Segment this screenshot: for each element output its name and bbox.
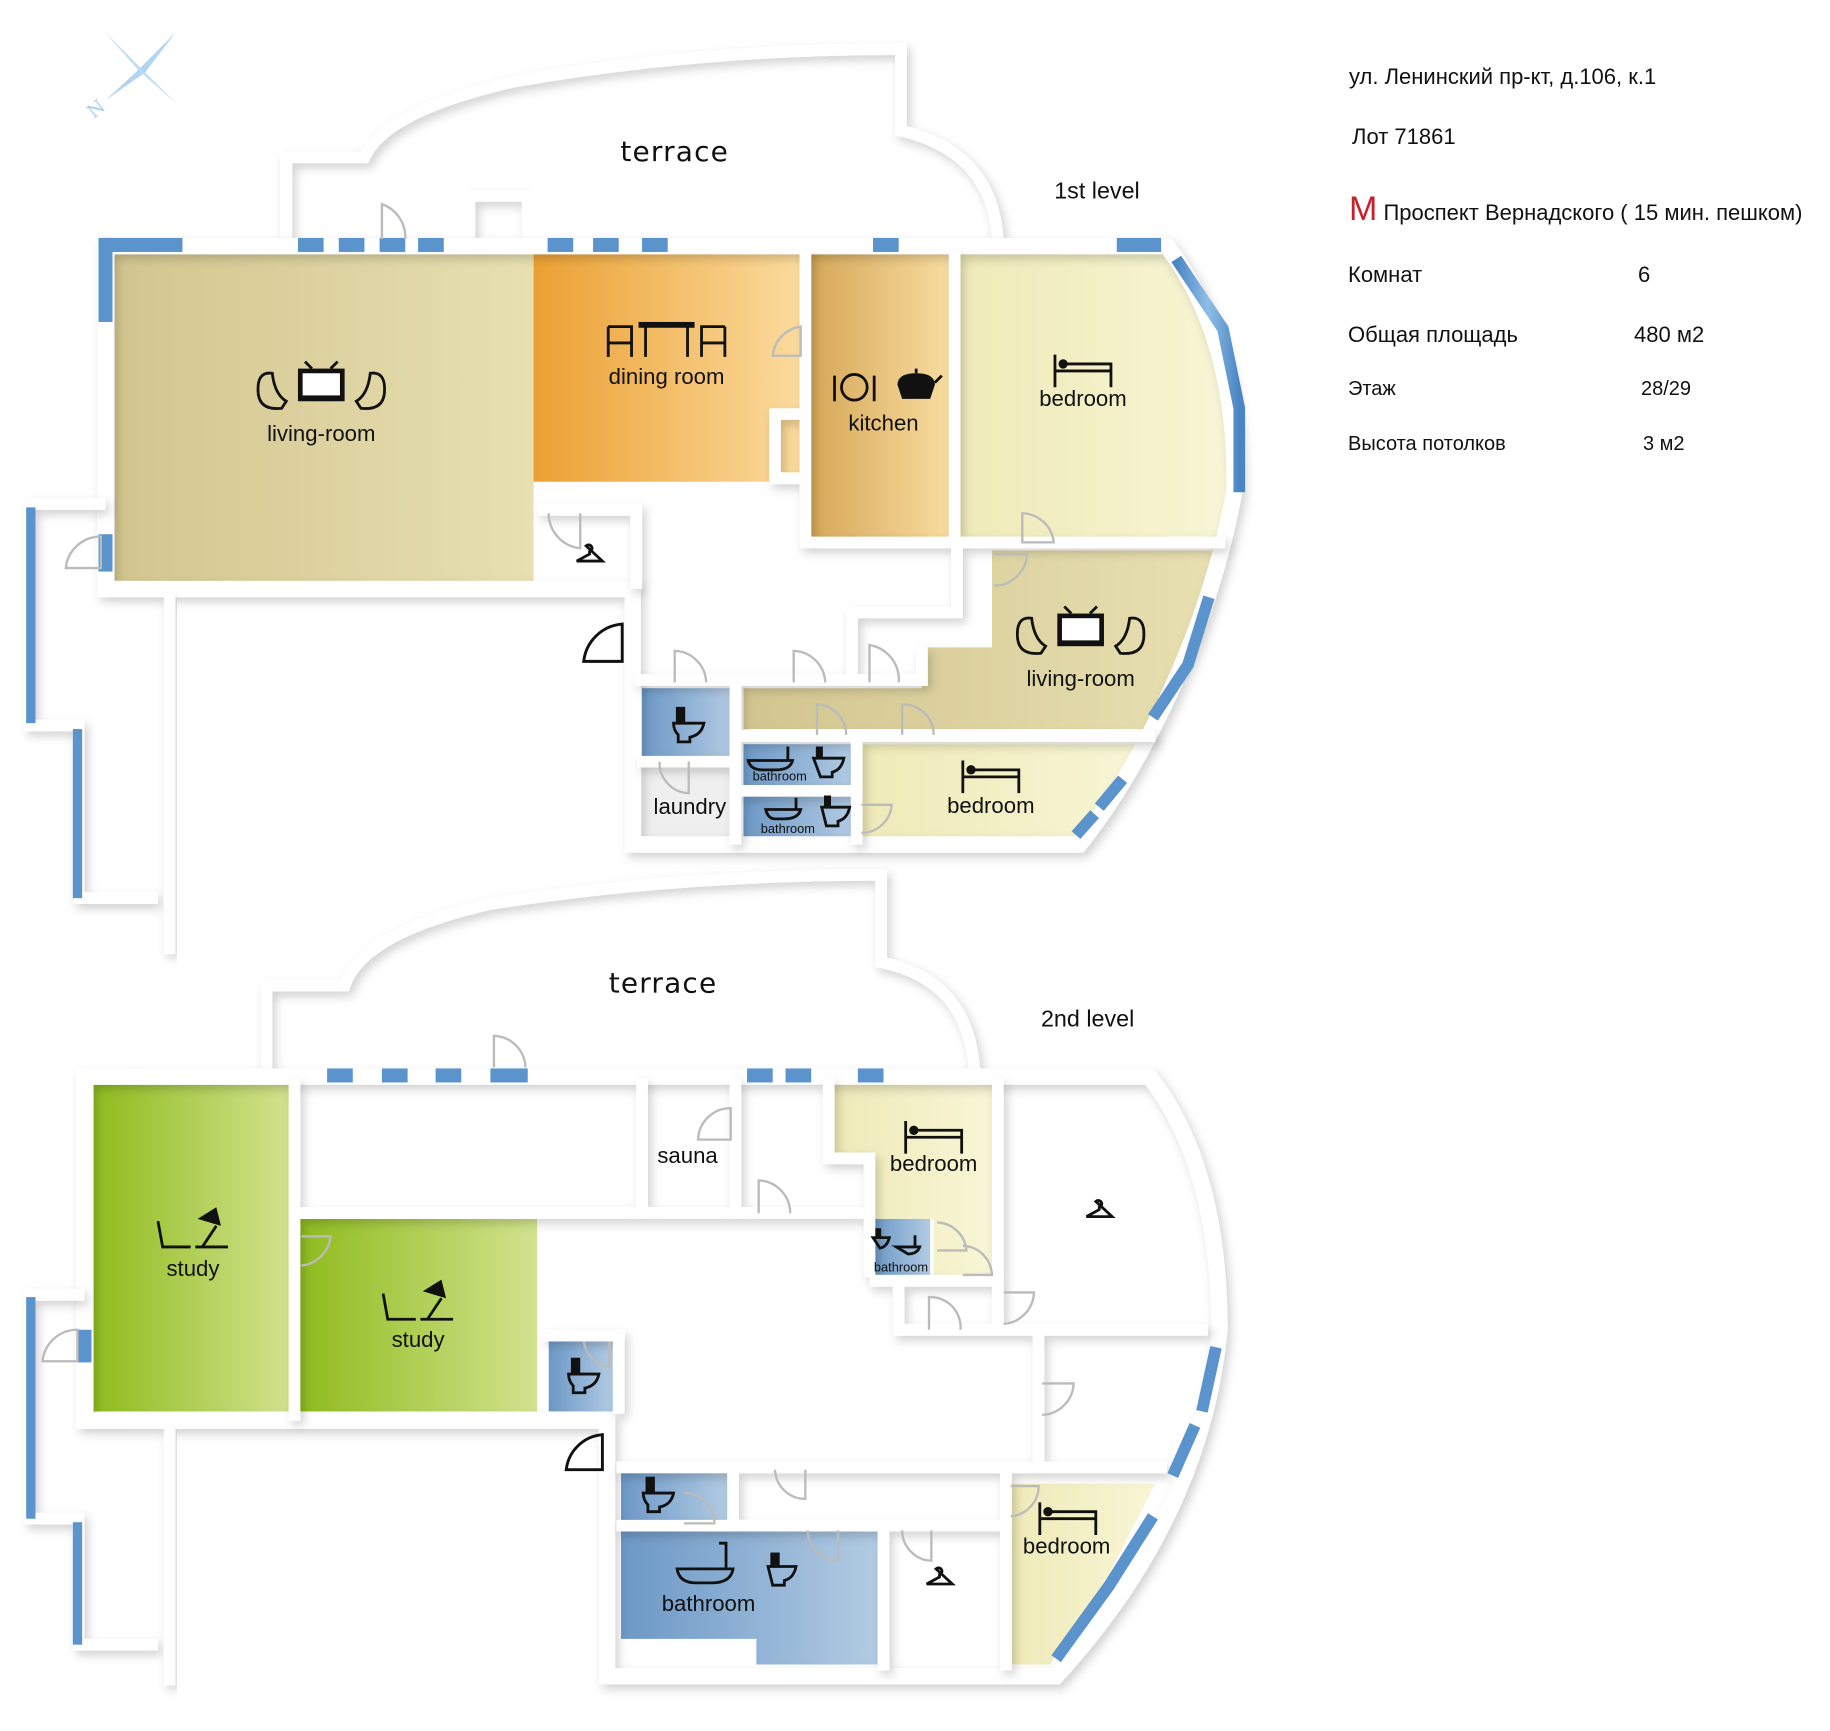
bed-icon bbox=[1053, 354, 1113, 388]
room-living-room-b bbox=[743, 550, 1214, 730]
desk-lamp-icon-b bbox=[381, 1279, 454, 1321]
bathtub-toilet-icon bbox=[746, 746, 846, 779]
label-bathroom-small: bathroom bbox=[874, 1259, 928, 1274]
tv-and-chairs-icon-b bbox=[1015, 605, 1146, 655]
bathtub-toilet-icon-big bbox=[675, 1541, 798, 1587]
rooms-count-label: Комнат bbox=[1348, 262, 1423, 287]
label-laundry: laundry bbox=[654, 794, 728, 819]
bed-icon-2b bbox=[1038, 1502, 1098, 1536]
doors-level-1 bbox=[64, 202, 1056, 835]
ceiling-height-label: Высота потолков bbox=[1348, 433, 1506, 455]
hanger-icon-2b bbox=[925, 1566, 956, 1586]
plate-and-teapot-icon bbox=[833, 368, 943, 402]
terrace-label-2: terrace bbox=[609, 967, 718, 1000]
compass-icon: N bbox=[84, 32, 176, 123]
bed-icon-b bbox=[961, 760, 1021, 794]
dining-table-icon bbox=[606, 321, 727, 357]
label-bathroom-a: bathroom bbox=[753, 768, 807, 783]
balcony-level-2 bbox=[23, 1288, 176, 1686]
terrace-label-1: terrace bbox=[620, 135, 729, 168]
room-bathroom-a bbox=[743, 744, 853, 788]
level-2-title: 2nd level bbox=[1041, 1005, 1134, 1031]
room-living-room bbox=[114, 254, 534, 581]
label-living-room: living-room bbox=[267, 421, 375, 446]
label-dining-room: dining room bbox=[609, 364, 725, 389]
label-bathroom-b: bathroom bbox=[761, 821, 815, 836]
balcony-level-1 bbox=[23, 498, 176, 955]
room-dining-room bbox=[533, 254, 801, 482]
level-1-title: 1st level bbox=[1054, 177, 1140, 203]
metro: М Проспект Вернадского ( 15 мин. пешком) bbox=[1349, 190, 1802, 229]
inner-walls-level-1 bbox=[538, 250, 1226, 845]
toilet-icon-3 bbox=[641, 1476, 676, 1514]
toilet-icon bbox=[672, 706, 706, 744]
room-toilet-2 bbox=[548, 1341, 613, 1412]
windows-level-1 bbox=[26, 237, 1246, 899]
hanger-icon-2a bbox=[1085, 1199, 1116, 1218]
label-sauna: sauna bbox=[657, 1143, 718, 1168]
label-bedroom-2b: bedroom bbox=[1023, 1534, 1110, 1559]
compass-north-label: N bbox=[84, 96, 110, 123]
room-study-a bbox=[93, 1084, 290, 1412]
label-study-b: study bbox=[392, 1327, 446, 1352]
address: ул. Ленинский пр-кт, д.106, к.1 bbox=[1349, 64, 1657, 89]
terrace-outline-1 bbox=[280, 43, 1004, 240]
rooms-count-value: 6 bbox=[1638, 262, 1651, 287]
desk-lamp-icon bbox=[156, 1207, 228, 1249]
label-kitchen: kitchen bbox=[848, 410, 918, 435]
floor-value: 28/29 bbox=[1641, 378, 1692, 400]
label-living-room-b: living-room bbox=[1026, 666, 1134, 691]
hanger-icon bbox=[576, 543, 606, 563]
bathtub-toilet-icon-2 bbox=[870, 1228, 922, 1256]
level-2-plan: terrace 2nd level bbox=[23, 868, 1228, 1686]
doors-level-2 bbox=[41, 1034, 1075, 1562]
label-bedroom-b: bedroom bbox=[947, 793, 1034, 818]
room-bedroom-b bbox=[861, 744, 1150, 837]
label-study-a: study bbox=[166, 1256, 220, 1281]
bathtub-toilet-icon-b bbox=[763, 795, 852, 828]
tv-and-chairs-icon bbox=[256, 360, 386, 410]
room-bedroom-a bbox=[959, 254, 1237, 541]
inner-walls-level-2 bbox=[288, 1078, 1208, 1671]
total-area-label: Общая площадь bbox=[1348, 322, 1518, 347]
bed-icon-2a bbox=[904, 1120, 964, 1154]
level-1-plan: terrace 1st level bbox=[23, 43, 1246, 955]
label-bathroom-big: bathroom bbox=[662, 1591, 756, 1616]
metro-station: Проспект Вернадского ( 15 мин. пешком) bbox=[1383, 200, 1803, 225]
room-toilet-3 bbox=[621, 1472, 729, 1523]
room-bathroom-big bbox=[621, 1530, 878, 1665]
floor-label: Этаж bbox=[1348, 378, 1396, 400]
room-study-b bbox=[300, 1218, 538, 1412]
label-bedroom-2a: bedroom bbox=[890, 1151, 977, 1176]
terrace-outline-2 bbox=[260, 868, 981, 1072]
ceiling-height-value: 3 м2 bbox=[1643, 433, 1685, 455]
room-bedroom-2b bbox=[1010, 1483, 1156, 1665]
metro-icon: М bbox=[1349, 190, 1378, 228]
lot-number: Лот 71861 bbox=[1352, 124, 1456, 149]
total-area-value: 480 м2 bbox=[1634, 322, 1705, 347]
label-bedroom-a: bedroom bbox=[1039, 386, 1126, 411]
windows-level-2 bbox=[26, 1068, 1222, 1663]
toilet-icon-2 bbox=[567, 1357, 601, 1395]
